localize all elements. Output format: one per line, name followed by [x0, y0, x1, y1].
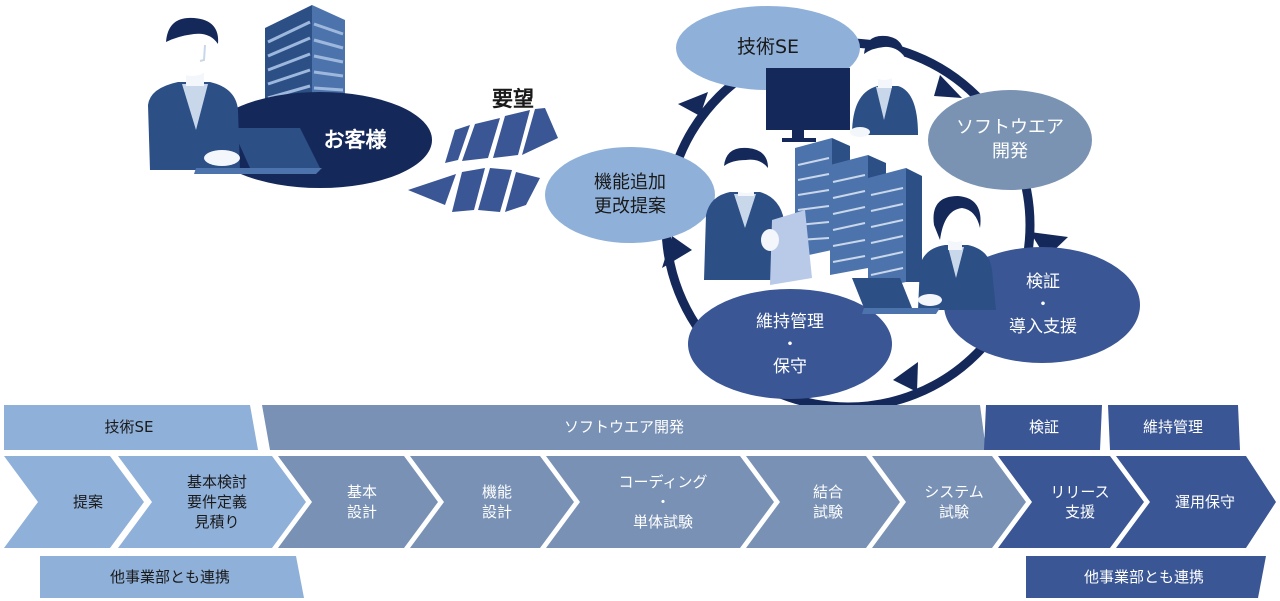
step-coding: [546, 456, 774, 548]
header-software-dev: [262, 405, 986, 450]
server-rack-icon: [795, 138, 922, 290]
circle-maintenance: [688, 289, 892, 399]
flow-step-coding: コーディング ・ 単体試験: [618, 472, 708, 532]
customer-person-icon: [148, 17, 240, 170]
request-arrow-left-icon: [408, 168, 540, 212]
cycle-arrowhead-2: [1030, 232, 1068, 258]
step-release: [998, 456, 1144, 548]
step-func-design: [410, 456, 574, 548]
header-maintenance: [1108, 405, 1240, 450]
flow-step-func-design: 機能 設計: [481, 482, 512, 521]
flow-footer-left: 他事業部とも連携: [109, 567, 230, 586]
request-arrow-right-icon: [445, 108, 558, 163]
laptop-icon: [194, 128, 322, 174]
cycle-verify-label: 検証 ・ 導入支援: [1009, 271, 1077, 338]
header-verify: [984, 405, 1102, 450]
header-tech-se: [4, 405, 258, 450]
flow-step-integration: 結合 試験: [812, 482, 843, 521]
footer-right: [1026, 556, 1266, 598]
footer-left: [40, 556, 304, 598]
circle-software-dev: [928, 90, 1092, 190]
step-basic-design: [278, 456, 438, 548]
circle-verify: [944, 247, 1140, 363]
step-operation: [1116, 456, 1276, 548]
flow-step-proposal: 提案: [72, 492, 103, 511]
engineer-laptop-icon: [852, 196, 996, 314]
cycle-proposal-label: 機能追加 更改提案: [594, 171, 666, 217]
step-basic-study: [118, 456, 306, 548]
flow-header-software-dev: ソフトウエア開発: [563, 418, 684, 437]
building-icon: [265, 5, 345, 110]
flow-step-system-test: システム 試験: [924, 482, 984, 521]
flow-footer-right: 他事業部とも連携: [1083, 567, 1204, 586]
cycle-arrowhead-1: [934, 75, 962, 98]
flow-step-basic-study: 基本検討 要件定義 見積り: [186, 472, 247, 532]
customer-label: お客様: [323, 127, 387, 152]
flow-header-tech-se: 技術SE: [104, 418, 154, 437]
circle-proposal: [545, 147, 715, 243]
step-integration: [746, 456, 900, 548]
cycle-arrowhead-4: [662, 236, 692, 268]
cycle-arrowhead-3: [893, 362, 918, 392]
cycle-tech-se-label: 技術SE: [736, 36, 800, 59]
cycle-arrowhead-5: [678, 92, 708, 116]
flow-step-release: リリース 支援: [1050, 482, 1110, 521]
flow-step-operation: 運用保守: [1174, 492, 1235, 511]
flow-header-maintenance: 維持管理: [1142, 418, 1203, 437]
request-label: 要望: [492, 86, 534, 111]
customer-illustration: [148, 5, 432, 188]
engineer-clipboard-icon: [704, 147, 812, 285]
process-flow: [4, 405, 1276, 598]
step-system-test: [872, 456, 1026, 548]
flow-header-verify: 検証: [1028, 418, 1059, 437]
engineer-monitor-icon: [766, 35, 918, 142]
step-proposal: [4, 456, 144, 548]
cycle-software-dev-label: ソフトウエア 開発: [956, 116, 1064, 162]
cycle-maintenance-label: 維持管理 ・ 保守: [756, 311, 824, 378]
flow-step-basic-design: 基本 設計: [346, 482, 377, 521]
